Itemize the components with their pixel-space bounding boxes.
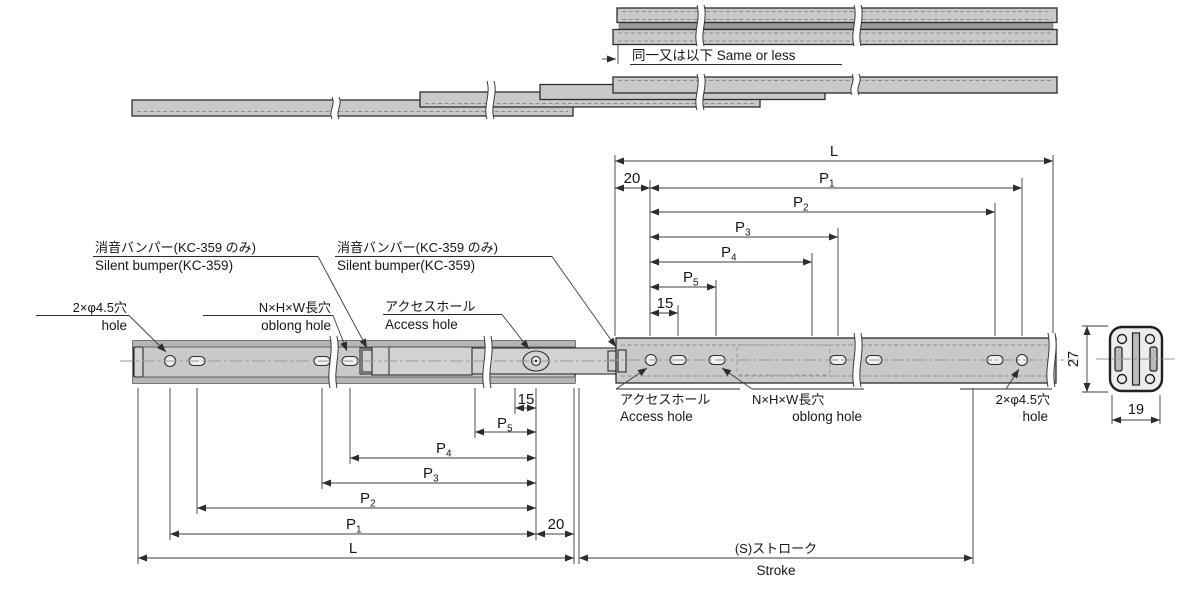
dim-P4-top: P4: [721, 244, 737, 264]
access-label-en: Access hole: [385, 317, 458, 332]
cross-section-view: 27 19: [1066, 325, 1176, 424]
dim-L-bottom: L: [349, 540, 357, 557]
dim-P5-top: P5: [683, 269, 699, 289]
oblong-label-jp: N×H×W長穴: [259, 300, 331, 315]
extended-slide-illustration: [131, 72, 1058, 121]
outer-member-view: [605, 333, 1075, 387]
dim-P2-top: P2: [793, 194, 809, 214]
silent-bumper2-label-en: Silent bumper(KC-359): [337, 258, 475, 273]
access-right-label-jp: アクセスホール: [620, 392, 710, 407]
hole-right-leader: [1005, 368, 1020, 390]
hole-leader: [128, 315, 167, 353]
dim-20-bottom: 20: [548, 516, 565, 533]
silent-bumper2-leader: [551, 256, 617, 348]
hole-label-jp: 2×φ4.5穴: [73, 300, 127, 315]
ball-bearing: [1116, 333, 1128, 345]
slide-assembly-view: [120, 336, 632, 388]
assembly-labels: 消音バンパー(KC-359 のみ) Silent bumper(KC-359) …: [36, 240, 617, 353]
access-right-label-en: Access hole: [620, 409, 693, 424]
ball-bearing: [1144, 333, 1156, 345]
stroke-label-jp: (S)ストローク: [735, 541, 817, 556]
closed-slide-illustration: 同一又は以下 Same or less: [602, 5, 1058, 65]
dim-P2-bottom: P2: [360, 490, 376, 510]
dim-15-bottom: 15: [518, 391, 535, 408]
access-right-leader: [615, 367, 648, 390]
hole-label-en: hole: [101, 318, 127, 333]
bottom-dimension-block: 15 P5 P4 P3 P2 P1 20 L: [137, 388, 974, 564]
dim-P1-top: P1: [819, 170, 835, 190]
silent-bumper-leader: [317, 256, 368, 349]
dim-P4-bottom: P4: [436, 440, 452, 460]
oblong-right-leader: [721, 367, 753, 390]
oblong-leader: [332, 315, 348, 352]
ball-bearing: [1144, 373, 1156, 385]
oblong-label-en: oblong hole: [261, 318, 331, 333]
silent-bumper2-label-jp: 消音バンパー(KC-359 のみ): [337, 240, 498, 255]
silent-bumper-label-jp: 消音バンパー(KC-359 のみ): [95, 240, 256, 255]
dim-P1-bottom: P1: [346, 516, 362, 536]
top-dimension-block: L 20 P1 P2 P3 P4 P5 15: [614, 143, 1054, 336]
dim-19: 19: [1128, 402, 1144, 418]
stroke-dimension: (S)ストローク Stroke: [579, 541, 973, 578]
oblong-right-label-en: oblong hole: [792, 409, 862, 424]
access-leader: [501, 314, 530, 350]
stroke-label-en: Stroke: [756, 563, 795, 578]
dim-20-top: 20: [624, 170, 641, 187]
silent-bumper-right: [617, 349, 627, 373]
oblong-right-label-jp: N×H×W長穴: [752, 392, 824, 407]
dim-27: 27: [1066, 351, 1082, 367]
access-label-jp: アクセスホール: [385, 299, 475, 314]
same-or-less-note: 同一又は以下 Same or less: [632, 48, 796, 63]
dim-15-top: 15: [657, 295, 674, 312]
dim-P5-bottom: P5: [497, 415, 513, 435]
hidden-inner-member: [736, 344, 831, 376]
outer-member-labels: アクセスホール Access hole N×H×W長穴 oblong hole …: [615, 367, 1052, 424]
end-cap: [133, 346, 144, 378]
dim-L-top: L: [830, 143, 838, 160]
silent-bumper-label-en: Silent bumper(KC-359): [95, 258, 233, 273]
dim-P3-bottom: P3: [423, 465, 439, 485]
dim-P3-top: P3: [735, 219, 751, 239]
hole-right-label-jp: 2×φ4.5穴: [996, 392, 1050, 407]
ball-bearing: [1116, 373, 1128, 385]
hole-right-label-en: hole: [1022, 409, 1048, 424]
